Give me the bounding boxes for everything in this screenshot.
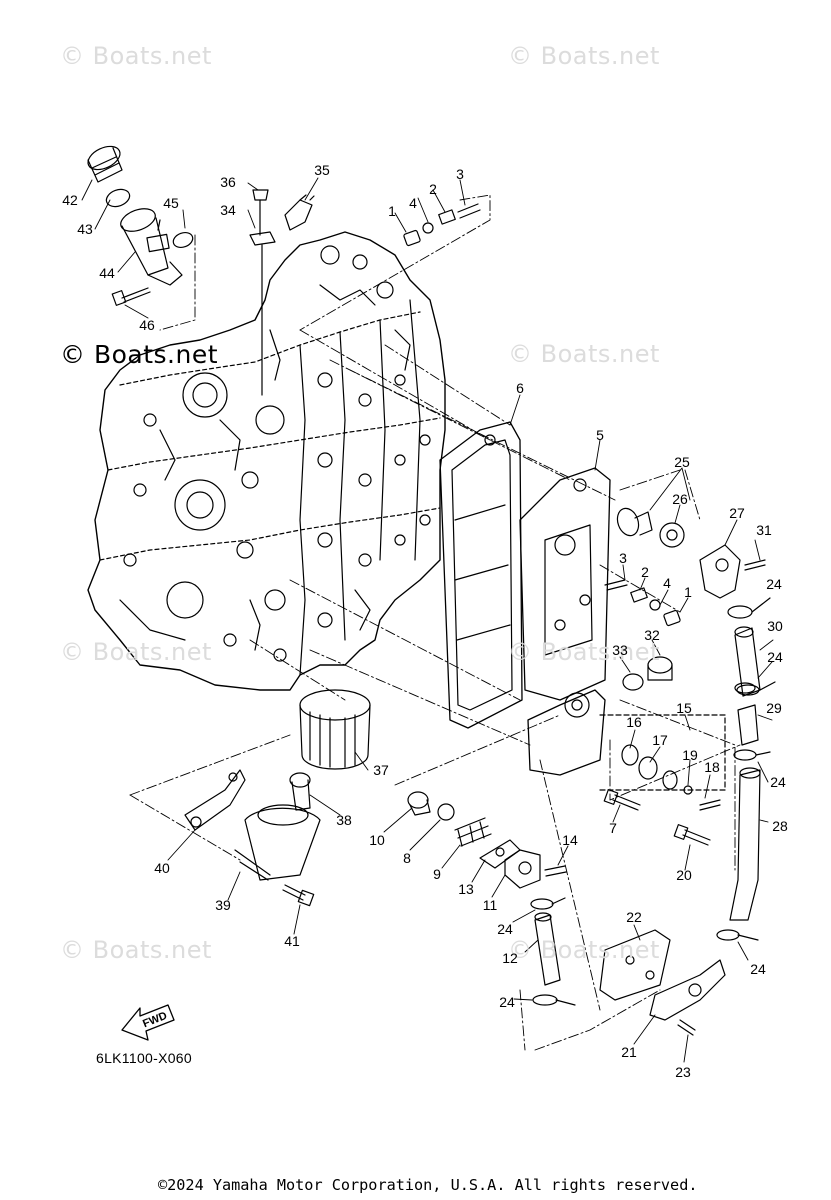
callout-27[interactable]: 27	[729, 505, 745, 521]
assembly-lines	[129, 194, 741, 1051]
elbow-assembly	[87, 145, 194, 306]
fwd-arrow-icon	[121, 1004, 175, 1041]
callout-14[interactable]: 14	[562, 832, 578, 848]
callout-24[interactable]: 24	[770, 774, 786, 790]
callout-24[interactable]: 24	[750, 961, 766, 977]
callout-3[interactable]: 3	[619, 550, 627, 566]
callout-20[interactable]: 20	[676, 867, 692, 883]
callout-42[interactable]: 42	[62, 192, 78, 208]
watermark-text: © Boats.net	[508, 42, 660, 70]
callout-44[interactable]: 44	[99, 265, 115, 281]
callout-24[interactable]: 24	[766, 576, 782, 592]
top-plugs	[403, 203, 481, 247]
mid-plugs	[604, 579, 681, 627]
callout-2[interactable]: 2	[641, 564, 649, 580]
callout-17[interactable]: 17	[652, 732, 668, 748]
callout-11[interactable]: 11	[482, 897, 498, 913]
engine-block	[87, 231, 446, 691]
callout-6[interactable]: 6	[516, 380, 524, 396]
callout-31[interactable]: 31	[756, 522, 772, 538]
cover-plate-5	[519, 467, 611, 701]
callout-32[interactable]: 32	[644, 627, 660, 643]
watermark-text: © Boats.net	[508, 638, 660, 666]
callout-1[interactable]: 1	[684, 584, 692, 600]
callout-5[interactable]: 5	[596, 427, 604, 443]
callout-29[interactable]: 29	[766, 700, 782, 716]
sensor-bracket	[249, 189, 315, 396]
callout-12[interactable]: 12	[502, 950, 518, 966]
callout-24[interactable]: 24	[767, 649, 783, 665]
callout-30[interactable]: 30	[767, 618, 783, 634]
callout-19[interactable]: 19	[682, 747, 698, 763]
callout-28[interactable]: 28	[772, 818, 788, 834]
bolts	[603, 789, 711, 846]
watermark-text: © Boats.net	[508, 936, 660, 964]
valve-assembly-25	[616, 507, 766, 599]
plug-32-33	[622, 656, 673, 691]
callout-35[interactable]: 35	[314, 162, 330, 178]
callout-38[interactable]: 38	[336, 812, 352, 828]
callout-45[interactable]: 45	[163, 195, 179, 211]
hoses	[716, 597, 776, 941]
callout-1[interactable]: 1	[388, 203, 396, 219]
callout-18[interactable]: 18	[704, 759, 720, 775]
callout-23[interactable]: 23	[675, 1064, 691, 1080]
callout-37[interactable]: 37	[373, 762, 389, 778]
callout-3[interactable]: 3	[456, 166, 464, 182]
callout-4[interactable]: 4	[663, 575, 671, 591]
callout-41[interactable]: 41	[284, 933, 300, 949]
watermark-text: © Boats.net	[60, 638, 212, 666]
callout-2[interactable]: 2	[429, 181, 437, 197]
callout-46[interactable]: 46	[139, 317, 155, 333]
callout-26[interactable]: 26	[672, 491, 688, 507]
callout-13[interactable]: 13	[458, 881, 474, 897]
callout-4[interactable]: 4	[409, 195, 417, 211]
watermark-text: © Boats.net	[60, 340, 219, 369]
cover-assembly-15	[527, 689, 726, 811]
copyright-footer: ©2024 Yamaha Motor Corporation, U.S.A. A…	[158, 1176, 698, 1194]
callout-16[interactable]: 16	[626, 714, 642, 730]
callout-24[interactable]: 24	[499, 994, 515, 1010]
callout-22[interactable]: 22	[626, 909, 642, 925]
callout-43[interactable]: 43	[77, 221, 93, 237]
leader-lines	[81, 177, 774, 1063]
callout-15[interactable]: 15	[676, 700, 692, 716]
callout-8[interactable]: 8	[403, 850, 411, 866]
callout-25[interactable]: 25	[674, 454, 690, 470]
watermark-text: © Boats.net	[60, 42, 212, 70]
callout-10[interactable]: 10	[369, 832, 385, 848]
callout-9[interactable]: 9	[433, 866, 441, 882]
gasket-6	[439, 421, 523, 729]
callout-40[interactable]: 40	[154, 860, 170, 876]
callout-33[interactable]: 33	[612, 642, 628, 658]
callout-39[interactable]: 39	[215, 897, 231, 913]
callout-7[interactable]: 7	[609, 820, 617, 836]
callout-36[interactable]: 36	[220, 174, 236, 190]
callout-24[interactable]: 24	[497, 921, 513, 937]
oil-filter-group	[184, 689, 371, 907]
diagram-code: 6LK1100-X060	[96, 1050, 192, 1066]
watermark-text: © Boats.net	[60, 936, 212, 964]
callout-21[interactable]: 21	[621, 1044, 637, 1060]
bottom-parts-21-23	[532, 929, 726, 1036]
watermark-text: © Boats.net	[508, 340, 660, 368]
callout-34[interactable]: 34	[220, 202, 236, 218]
